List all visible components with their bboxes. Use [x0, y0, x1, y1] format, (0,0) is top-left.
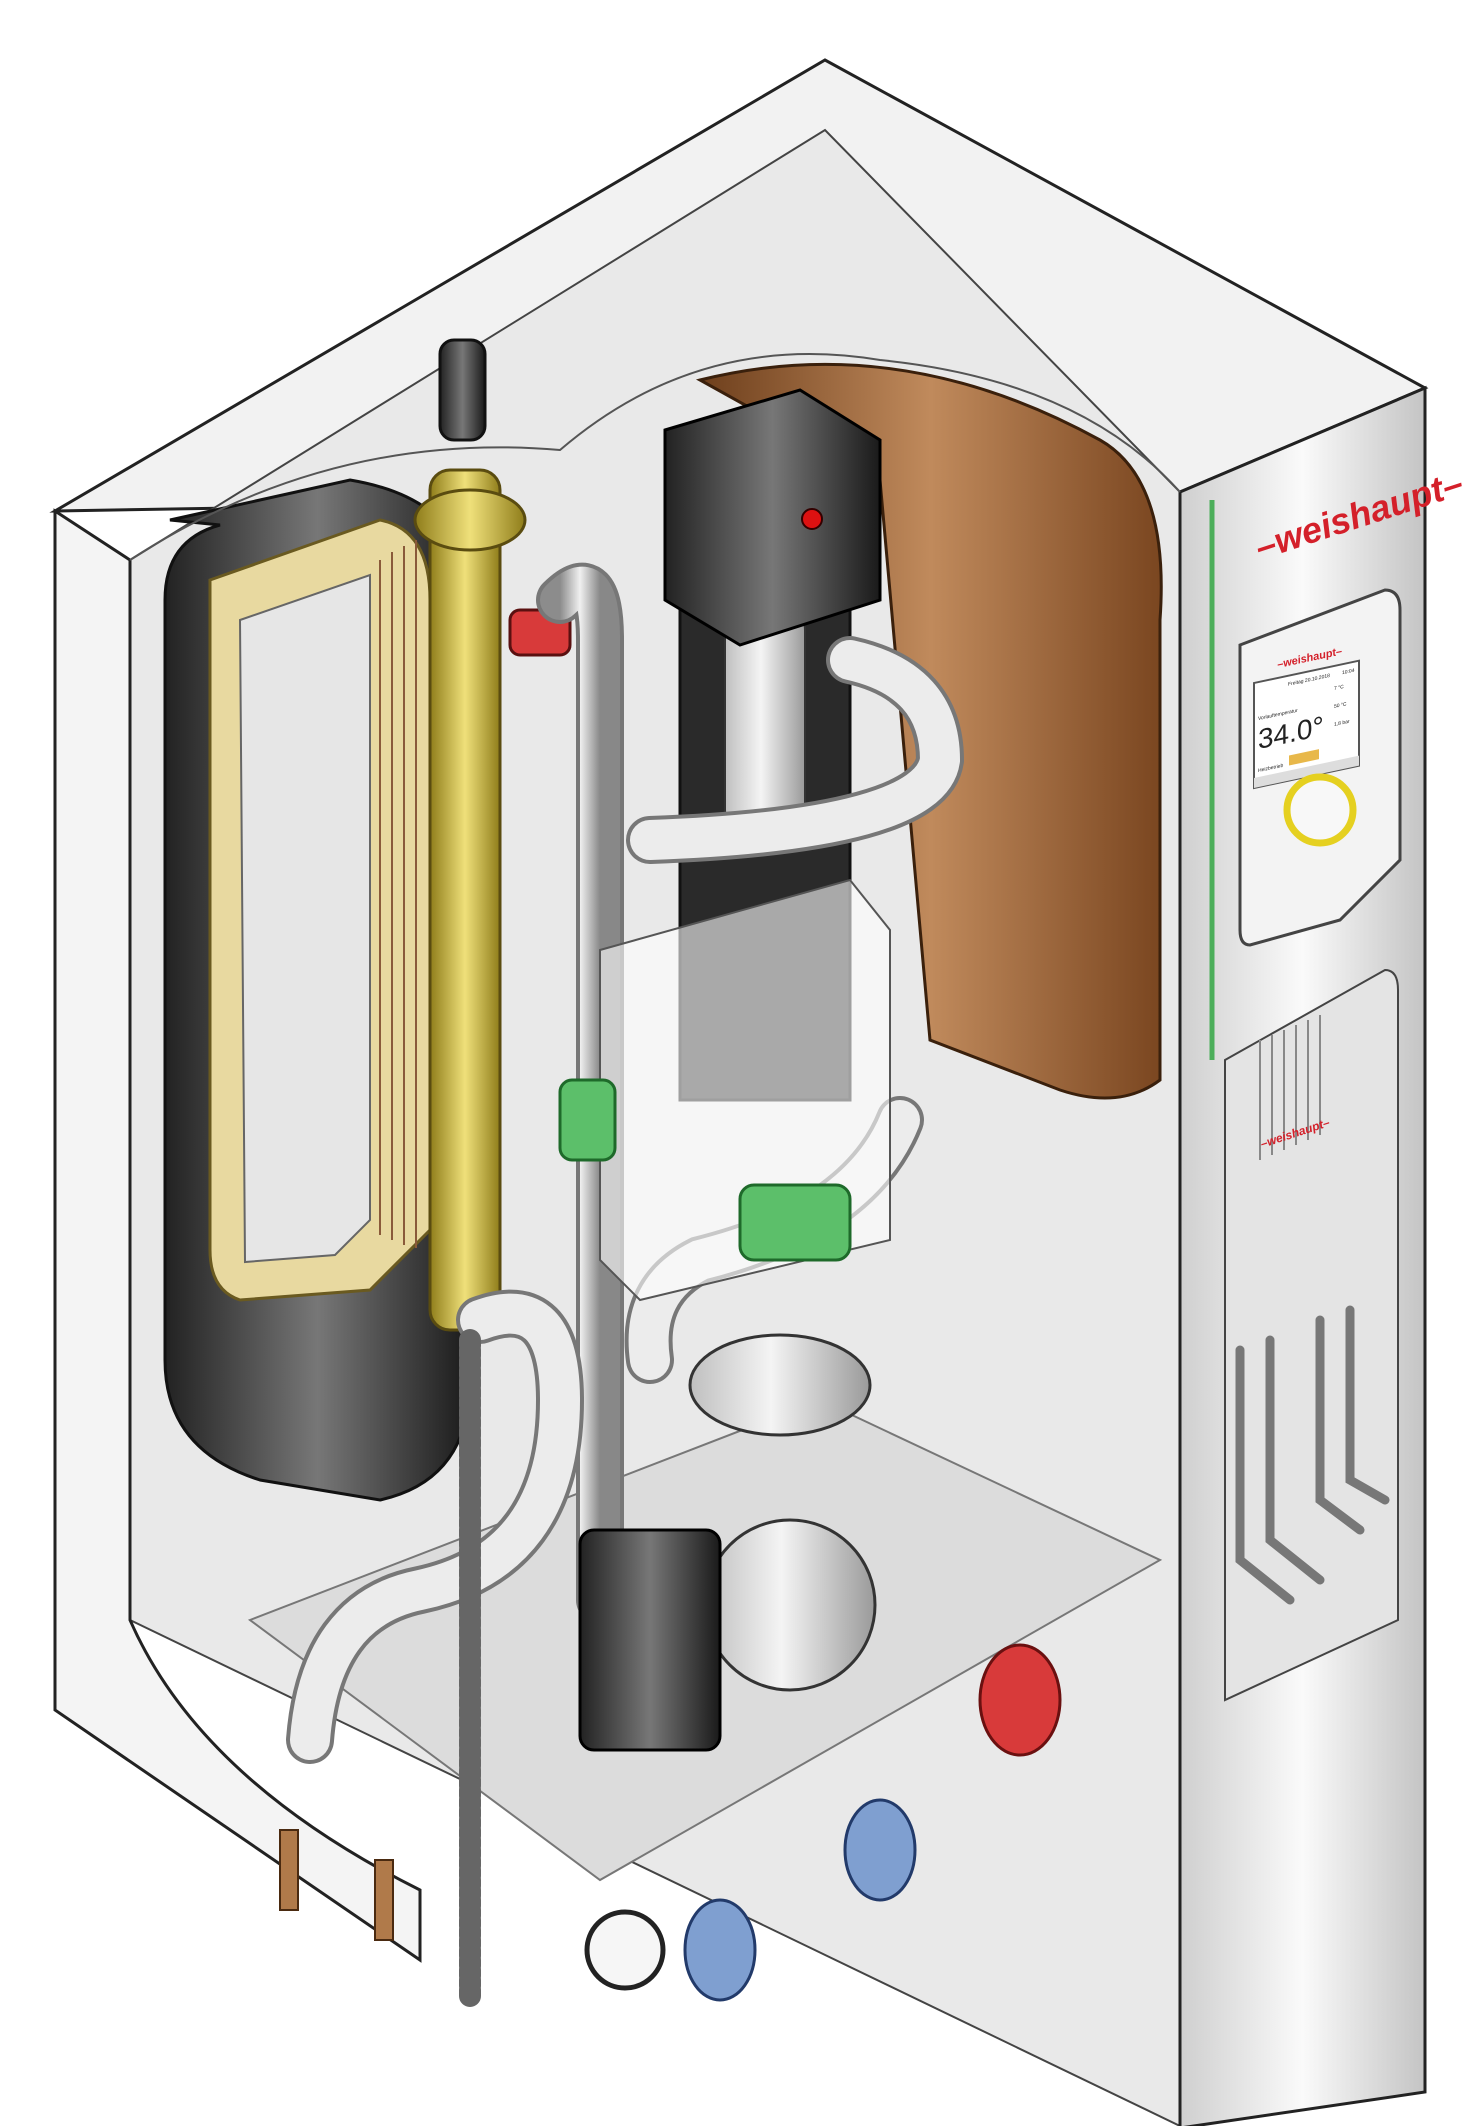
plate-heat-exchanger — [163, 478, 472, 1502]
red-valve-handle — [978, 1643, 1062, 1757]
display-water-temp: 50 °C — [1334, 701, 1347, 710]
copper-pipe — [279, 1829, 299, 1911]
air-vent — [438, 338, 487, 442]
display-mode: Heizbetrieb — [1258, 763, 1283, 774]
indicator-light — [801, 508, 823, 530]
brass-manifold — [413, 338, 572, 1332]
terminal-compartment: –weishaupt– — [1224, 968, 1399, 1702]
display-screen[interactable]: Freitag 20.10.2018 10:04 Vorlauftemperat… — [1253, 659, 1360, 790]
pump-control-box — [578, 1528, 722, 1752]
display-outdoor-temp: 7 °C — [1334, 684, 1344, 692]
display-clock: 10:04 — [1342, 668, 1355, 677]
cutaway-edge — [129, 353, 1181, 561]
control-panel: –weishaupt– –weishaupt– Freitag 20.10.20… — [1178, 385, 1468, 2126]
hydraulic-module — [558, 878, 891, 1752]
mode-button-active[interactable] — [1289, 749, 1319, 766]
blue-valve-handle — [843, 1798, 917, 1902]
pressure-gauge — [584, 1909, 666, 1991]
display-pressure: 1,8 bar — [1334, 719, 1350, 728]
display-unit: –weishaupt– Freitag 20.10.2018 10:04 Vor… — [1238, 588, 1402, 947]
casing-left-wall — [53, 508, 422, 1963]
pipework — [286, 562, 965, 2011]
valves — [279, 1643, 1062, 2002]
heater-box — [663, 388, 882, 647]
green-connector — [738, 1183, 852, 1262]
rotary-knob[interactable] — [1283, 773, 1357, 847]
circulation-pump — [703, 1518, 877, 1692]
mixing-valve — [688, 1333, 872, 1437]
display-nav-bar[interactable] — [1254, 755, 1359, 788]
